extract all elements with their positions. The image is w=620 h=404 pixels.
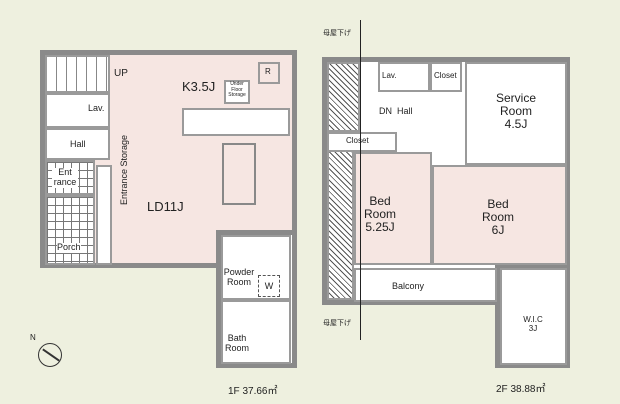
service-room xyxy=(465,62,567,165)
powder-room-label: Powder Room xyxy=(223,267,255,287)
roof-line xyxy=(360,20,361,340)
closet-top-label: Closet xyxy=(434,71,457,80)
lav-1f-label: Lav. xyxy=(88,103,105,113)
wic-label: W.I.C 3J xyxy=(523,315,543,333)
bath-room-label: Bath Room xyxy=(224,333,249,353)
bed-room-1 xyxy=(354,152,432,265)
up-label: UP xyxy=(114,68,128,79)
balcony-label: Balcony xyxy=(392,281,425,291)
hall-1f xyxy=(45,128,110,160)
porch xyxy=(45,195,95,265)
refrigerator-label: R xyxy=(265,67,271,76)
lav-1f xyxy=(45,93,110,128)
floor1-area-label: 1F 37.66㎡ xyxy=(228,386,278,397)
closet-mid xyxy=(327,132,397,152)
entrance-label: Ent rance xyxy=(52,167,78,188)
closet-top xyxy=(430,62,462,92)
service-room-label: Service Room 4.5J xyxy=(495,91,536,132)
entrance-storage-label: Entrance Storage xyxy=(119,134,129,205)
living-dining-label: LD11J xyxy=(147,199,184,214)
dining-table xyxy=(222,143,256,205)
closet-mid-label: Closet xyxy=(346,136,369,145)
stairs-1f xyxy=(45,55,110,93)
under-floor-storage-box xyxy=(224,80,250,104)
dn-hall-label: DN Hall xyxy=(379,106,413,116)
under-floor-storage-label: Under Floor Storage xyxy=(228,81,246,98)
entrance-storage xyxy=(96,165,112,265)
wic xyxy=(500,268,567,365)
roof-note-bottom: 母屋下げ xyxy=(323,320,351,327)
lav-2f-label: Lav. xyxy=(382,71,397,80)
bath-room xyxy=(221,300,291,364)
compass-north-label: N xyxy=(30,333,36,342)
stairs-2f xyxy=(327,62,360,132)
balcony xyxy=(354,268,497,302)
refrigerator-box xyxy=(258,62,280,84)
hall-1f-label: Hall xyxy=(70,139,86,149)
floor2-area-label: 2F 38.88㎡ xyxy=(496,384,546,395)
kitchen-label: K3.5J xyxy=(182,79,216,94)
bed-room-1-label: Bed Room 5.25J xyxy=(363,194,396,235)
bed-room-2 xyxy=(432,165,567,265)
washer-label: W xyxy=(258,275,280,297)
porch-label: Porch xyxy=(57,242,81,253)
roof-note-top: 母屋下げ xyxy=(323,30,351,37)
lav-2f xyxy=(378,62,430,92)
kitchen-counter xyxy=(182,108,290,136)
bed-room-2-label: Bed Room 6J xyxy=(481,197,514,238)
void-2f xyxy=(327,150,354,300)
compass-icon xyxy=(38,343,62,367)
